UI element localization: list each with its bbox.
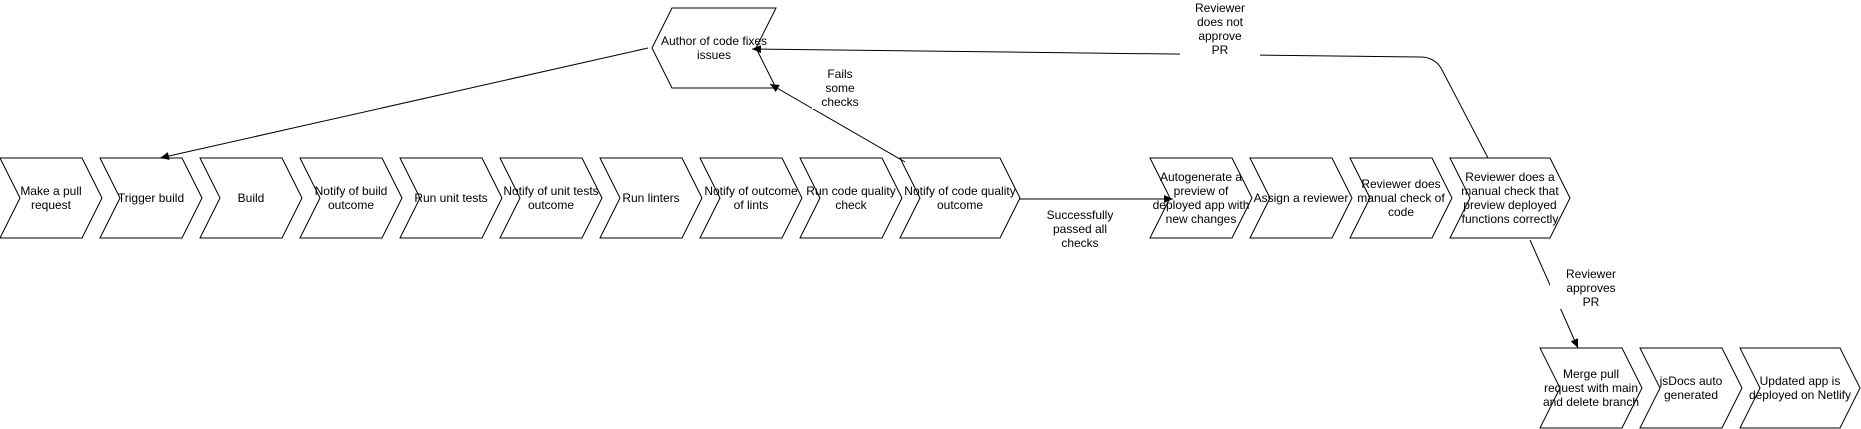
process-step-shape-m1 [1539, 347, 1643, 429]
process-step-shape-s6 [499, 157, 603, 239]
process-step-shape-r3 [1349, 157, 1453, 239]
process-step-label-s3: Build [237, 191, 265, 205]
process-step-label-r4: Reviewer does a manual check that previe… [1461, 170, 1559, 226]
process-step-label-m3: Updated app is deployed on Netlify [1748, 374, 1852, 402]
process-step-label-m1: Merge pull request with main and delete … [1542, 367, 1640, 409]
process-step-label-s10: Notify of code quality outcome [904, 184, 1016, 212]
process-step-shape-s2 [99, 157, 203, 239]
process-step-label-s6: Notify of unit tests outcome [503, 184, 599, 212]
process-step-shape-r2 [1249, 157, 1353, 239]
process-step-label-s1: Make a pull request [20, 184, 82, 212]
edge-label-reviewer-approves: Reviewer approves PR [1550, 267, 1632, 309]
process-step-shape-s10 [899, 157, 1021, 239]
process-step-label-m2: jsDocs auto generated [1659, 374, 1723, 402]
edge-fails-checks [769, 83, 906, 163]
process-step-label-r1: Autogenerate a preview of deployed app w… [1152, 170, 1250, 226]
process-step-label-s9: Run code quality check [806, 184, 896, 212]
process-step-shape-s8 [699, 157, 803, 239]
process-step-shape-s7 [599, 157, 703, 239]
process-step-label-s8: Notify of outcome of lints [704, 184, 798, 212]
edge-label-passed-checks: Successfully passed all checks [1040, 208, 1120, 250]
fixer-step-label: Author of code fixes issues [660, 34, 768, 62]
process-step-label-s2: Trigger build [117, 191, 185, 205]
process-step-shape-s1 [0, 157, 103, 239]
process-step-shape-s3 [199, 157, 303, 239]
process-step-label-r2: Assign a reviewer [1253, 191, 1349, 205]
edge-fixer-to-trigger-build [159, 47, 649, 160]
process-step-shape-m2 [1639, 347, 1743, 429]
process-step-shape-s9 [799, 157, 903, 239]
process-step-shape-m3 [1739, 347, 1861, 429]
edge-reviewer-not-approve [751, 45, 1489, 159]
edge-label-fails-checks: Fails some checks [812, 67, 868, 109]
process-step-label-s5: Run unit tests [414, 191, 488, 205]
process-step-label-s4: Notify of build outcome [314, 184, 388, 212]
process-step-shape-r4 [1449, 157, 1571, 239]
process-step-label-s7: Run linters [622, 191, 680, 205]
edge-label-reviewer-not-approve: Reviewer does not approve PR [1180, 1, 1260, 57]
process-step-label-r3: Reviewer does manual check of code [1357, 177, 1445, 219]
process-step-shape-s5 [399, 157, 503, 239]
process-step-shape-s4 [299, 157, 403, 239]
